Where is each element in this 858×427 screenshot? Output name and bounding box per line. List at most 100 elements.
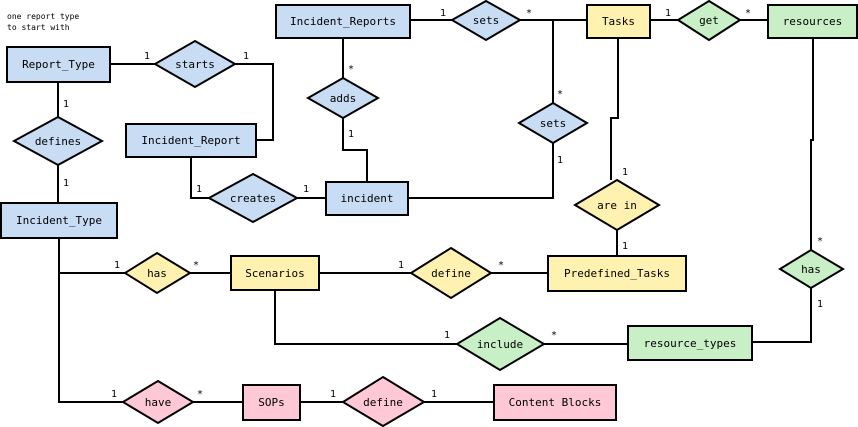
rel-are-in-diamond — [573, 178, 661, 232]
rel-defines[interactable]: defines — [11, 115, 105, 167]
card-has-scen: * — [193, 260, 199, 271]
entity-incident-report[interactable]: Incident_Report — [125, 123, 257, 158]
line-has-resourcetypes — [752, 288, 812, 343]
rel-have[interactable]: have — [121, 379, 195, 425]
entity-resources[interactable]: resources — [767, 4, 858, 39]
entity-sops-label: SOPs — [258, 396, 285, 409]
line-sets-mid-incident — [408, 143, 554, 199]
rel-has-resources-label: has — [801, 263, 821, 276]
entity-sops[interactable]: SOPs — [242, 384, 301, 421]
entity-tasks-label: Tasks — [602, 15, 635, 28]
rel-get[interactable]: get — [676, 0, 742, 42]
entity-report-type-box — [6, 46, 111, 83]
card-get-res: * — [745, 8, 751, 19]
rel-creates-label: creates — [230, 192, 276, 205]
rel-define-tasks-label: define — [431, 267, 471, 280]
card-rt-defines: 1 — [63, 99, 69, 110]
entity-incident-reports-box — [275, 4, 411, 39]
entity-predefined-tasks[interactable]: Predefined_Tasks — [547, 255, 687, 292]
entity-incident-box — [325, 181, 409, 216]
card-defines-it: 1 — [63, 178, 69, 189]
card-sets-tasks: * — [526, 8, 532, 19]
card-ir-creates: 1 — [196, 184, 202, 195]
rel-starts[interactable]: starts — [152, 39, 238, 89]
entity-tasks-box — [586, 4, 651, 39]
rel-has-resources-diamond — [778, 248, 845, 290]
entity-sops-box — [242, 384, 301, 421]
card-scen-define: 1 — [398, 260, 404, 271]
card-has-rt: 1 — [817, 299, 823, 310]
card-sets-mid-top: * — [557, 89, 563, 100]
rel-adds-diamond — [305, 76, 381, 120]
card-sops-define: 1 — [330, 389, 336, 400]
entity-content-blocks[interactable]: Content Blocks — [493, 384, 617, 421]
rel-define-blocks[interactable]: define — [341, 375, 426, 427]
card-define-pt: * — [498, 260, 504, 271]
rel-creates-diamond — [206, 172, 300, 224]
entity-tasks[interactable]: Tasks — [586, 4, 651, 39]
card-tasks-arein: 1 — [622, 167, 628, 178]
cardinalities: 1 1 1 1 1 * 1 * * 1 * 1 1 1 1 1 1 * 1 * … — [63, 8, 823, 400]
rel-define-blocks-diamond — [341, 375, 426, 427]
rel-get-diamond — [676, 0, 742, 42]
card-creates-inc: 1 — [303, 184, 309, 195]
rel-defines-label: defines — [35, 135, 81, 148]
entity-incident[interactable]: incident — [325, 181, 409, 216]
entity-incident-type-label: Incident_Type — [16, 214, 102, 227]
rel-has-scenarios-diamond — [123, 251, 192, 295]
rel-include-diamond — [455, 316, 546, 372]
rel-include-label: include — [477, 338, 523, 351]
entity-scenarios-label: Scenarios — [245, 267, 305, 280]
entity-incident-type-box — [0, 202, 118, 239]
card-tasks-get: 1 — [665, 8, 671, 19]
entity-incident-reports-label: Incident_Reports — [290, 15, 396, 28]
line-starts-incidentreport — [235, 63, 274, 141]
rel-has-resources[interactable]: has — [778, 248, 845, 290]
line-incidentreport-creates — [190, 157, 209, 199]
entity-incident-type[interactable]: Incident_Type — [0, 202, 118, 239]
note-line-1: one report type — [7, 12, 79, 21]
entity-scenarios[interactable]: Scenarios — [230, 255, 320, 291]
rel-are-in[interactable]: are in — [573, 178, 661, 232]
rel-starts-label: starts — [175, 58, 215, 71]
rel-sets-mid-diamond — [517, 101, 589, 145]
card-include-rt: * — [551, 330, 557, 341]
card-res-has: * — [817, 236, 823, 247]
entity-resource-types[interactable]: resource_types — [627, 325, 753, 361]
entity-incident-report-label: Incident_Report — [141, 134, 240, 147]
rel-sets-top[interactable]: sets — [449, 0, 523, 42]
rel-have-label: have — [145, 396, 172, 409]
rel-define-tasks[interactable]: define — [409, 246, 493, 300]
note-line-2: to start with — [7, 23, 70, 32]
entity-resource-types-box — [627, 325, 753, 361]
card-starts-ir: 1 — [243, 51, 249, 62]
rel-define-blocks-label: define — [363, 396, 403, 409]
card-irs-sets: 1 — [440, 8, 446, 19]
rel-have-diamond — [121, 379, 195, 425]
entity-incident-reports[interactable]: Incident_Reports — [275, 4, 411, 39]
rel-sets-top-diamond — [449, 0, 523, 42]
rel-creates[interactable]: creates — [206, 172, 300, 224]
entity-incident-label: incident — [341, 192, 394, 205]
rel-starts-diamond — [152, 39, 238, 89]
rel-sets-top-label: sets — [473, 14, 500, 27]
rel-sets-mid[interactable]: sets — [517, 101, 589, 145]
rel-has-scenarios-label: has — [147, 267, 167, 280]
rel-include[interactable]: include — [455, 316, 546, 372]
card-adds-inc: 1 — [348, 129, 354, 140]
rel-are-in-label: are in — [597, 199, 637, 212]
entity-predefined-tasks-box — [547, 255, 687, 292]
entity-report-type-label: Report_Type — [22, 58, 95, 71]
entity-report-type[interactable]: Report_Type — [6, 46, 111, 83]
line-scenarios-include — [274, 290, 457, 345]
line-incidenttype-have — [58, 273, 123, 403]
rel-has-scenarios[interactable]: has — [123, 251, 192, 295]
entity-predefined-tasks-label: Predefined_Tasks — [564, 267, 670, 280]
card-arein-pt: 1 — [622, 241, 628, 252]
entity-scenarios-box — [230, 255, 320, 291]
entity-content-blocks-label: Content Blocks — [509, 396, 602, 409]
card-rt-starts: 1 — [144, 51, 150, 62]
rel-adds[interactable]: adds — [305, 76, 381, 120]
line-adds-incident — [342, 118, 368, 182]
